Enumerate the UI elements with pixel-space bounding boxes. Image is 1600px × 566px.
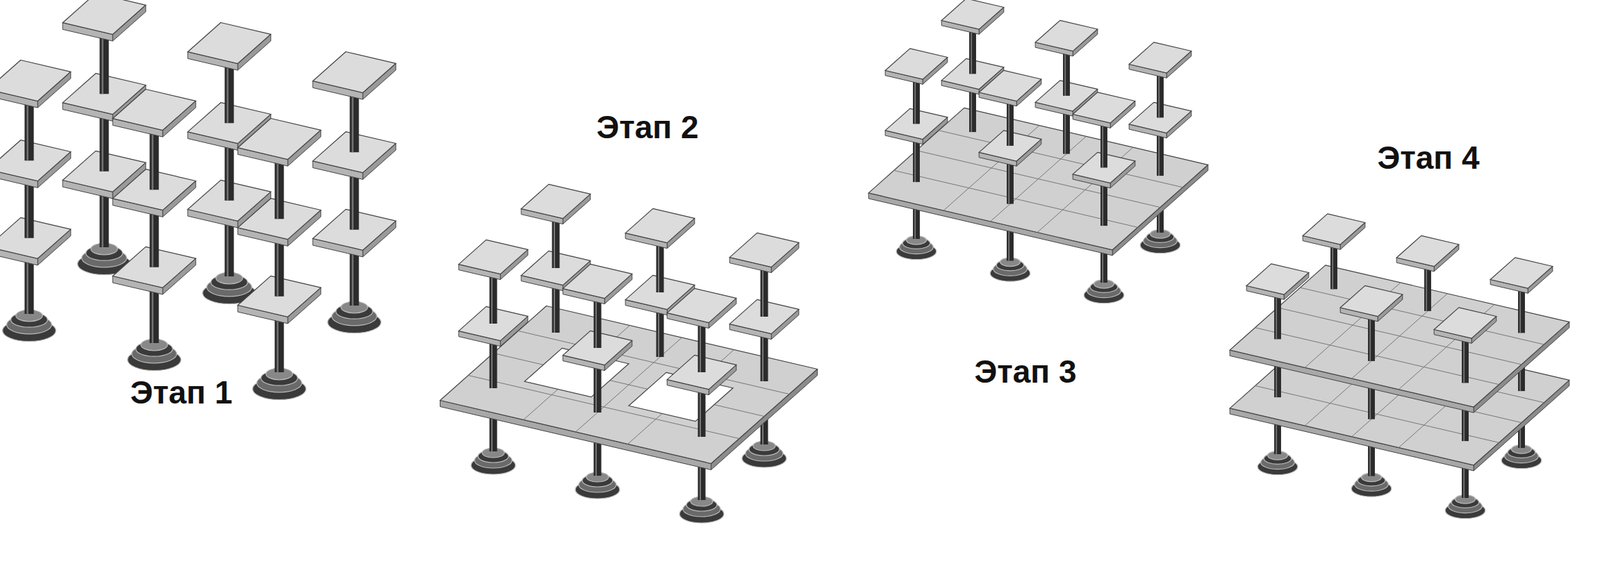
column-capital-top — [62, 0, 146, 35]
column-capital-top — [0, 217, 71, 259]
column-capital-top — [1128, 42, 1192, 73]
column-capital-top — [885, 48, 948, 80]
column-capital-top — [625, 208, 695, 243]
column-capital-top — [0, 60, 71, 102]
column-capital-top — [1433, 307, 1497, 339]
column-capital-top — [237, 118, 321, 160]
column-capital-top — [1246, 264, 1309, 295]
column-capital-top — [562, 264, 633, 299]
stage-label: Этап 4 — [1377, 138, 1480, 178]
column-capital-top — [312, 52, 397, 94]
column-capital-top — [729, 232, 799, 267]
column-capital-top — [1340, 285, 1403, 317]
column-capital-top — [941, 0, 1004, 30]
column-capital-top — [187, 22, 271, 64]
slab-joint — [1277, 307, 1522, 365]
stage-label: Этап 3 — [974, 352, 1077, 392]
column-capital-top — [1072, 92, 1136, 123]
column-capital-top — [521, 184, 591, 219]
stage-label: Этап 1 — [130, 373, 233, 412]
column-capital-top — [1396, 235, 1459, 267]
slab-joint — [1299, 287, 1544, 345]
slab-joint — [938, 130, 1183, 188]
column-capital-top — [1490, 257, 1553, 289]
column-capital-top — [1302, 213, 1366, 245]
column-capital-top — [112, 89, 196, 131]
column-capital-top — [458, 239, 529, 274]
slab-joint — [916, 150, 1161, 208]
stage-label: Этап 2 — [596, 108, 699, 147]
column-capital-top — [666, 288, 737, 323]
column-capital-top — [1035, 20, 1098, 51]
column-capital-top — [0, 140, 71, 182]
column-capital-top — [978, 70, 1042, 101]
slab-joint — [493, 353, 765, 417]
